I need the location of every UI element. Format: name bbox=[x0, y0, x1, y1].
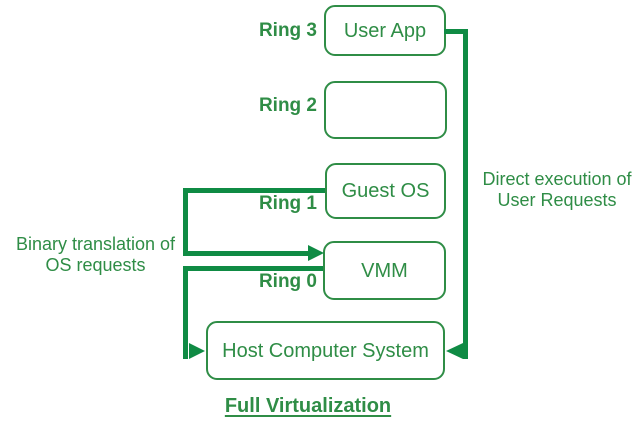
host-computer-system-box: Host Computer System bbox=[206, 321, 445, 380]
user-app-right-line bbox=[444, 29, 468, 34]
binary-translation-line bbox=[183, 251, 308, 256]
binary-translation-label-line2: OS requests bbox=[45, 255, 146, 275]
binary-translation-label-line1: Binary translation of bbox=[15, 234, 176, 254]
binary-translation-label: Binary translation of OS requests bbox=[3, 234, 188, 276]
binary-translation-down-line bbox=[183, 188, 188, 256]
ring1-connector-line bbox=[183, 188, 325, 193]
direct-execution-label-line1: Direct execution of bbox=[482, 169, 632, 189]
direct-execution-label: Direct execution of User Requests bbox=[473, 169, 641, 211]
guest-os-box: Guest OS bbox=[325, 163, 446, 219]
diagram-title: Full Virtualization bbox=[224, 395, 392, 417]
arrow-into-vmm-icon bbox=[308, 245, 324, 261]
ring3-label: Ring 3 bbox=[258, 20, 317, 41]
user-app-box: User App bbox=[324, 5, 446, 56]
arrow-into-host-right-icon bbox=[446, 343, 463, 359]
ring0-label: Ring 0 bbox=[258, 271, 317, 292]
ring1-label: Ring 1 bbox=[258, 193, 317, 214]
direct-execution-label-line2: User Requests bbox=[497, 190, 617, 210]
ring2-empty-box bbox=[324, 81, 447, 139]
arrow-into-host-left-icon bbox=[189, 343, 205, 359]
ring0-connector-line bbox=[183, 266, 323, 271]
direct-execution-down-line bbox=[463, 29, 468, 359]
ring2-label: Ring 2 bbox=[258, 95, 317, 116]
vmm-box: VMM bbox=[323, 241, 446, 300]
vmm-to-host-down-line bbox=[183, 266, 188, 359]
